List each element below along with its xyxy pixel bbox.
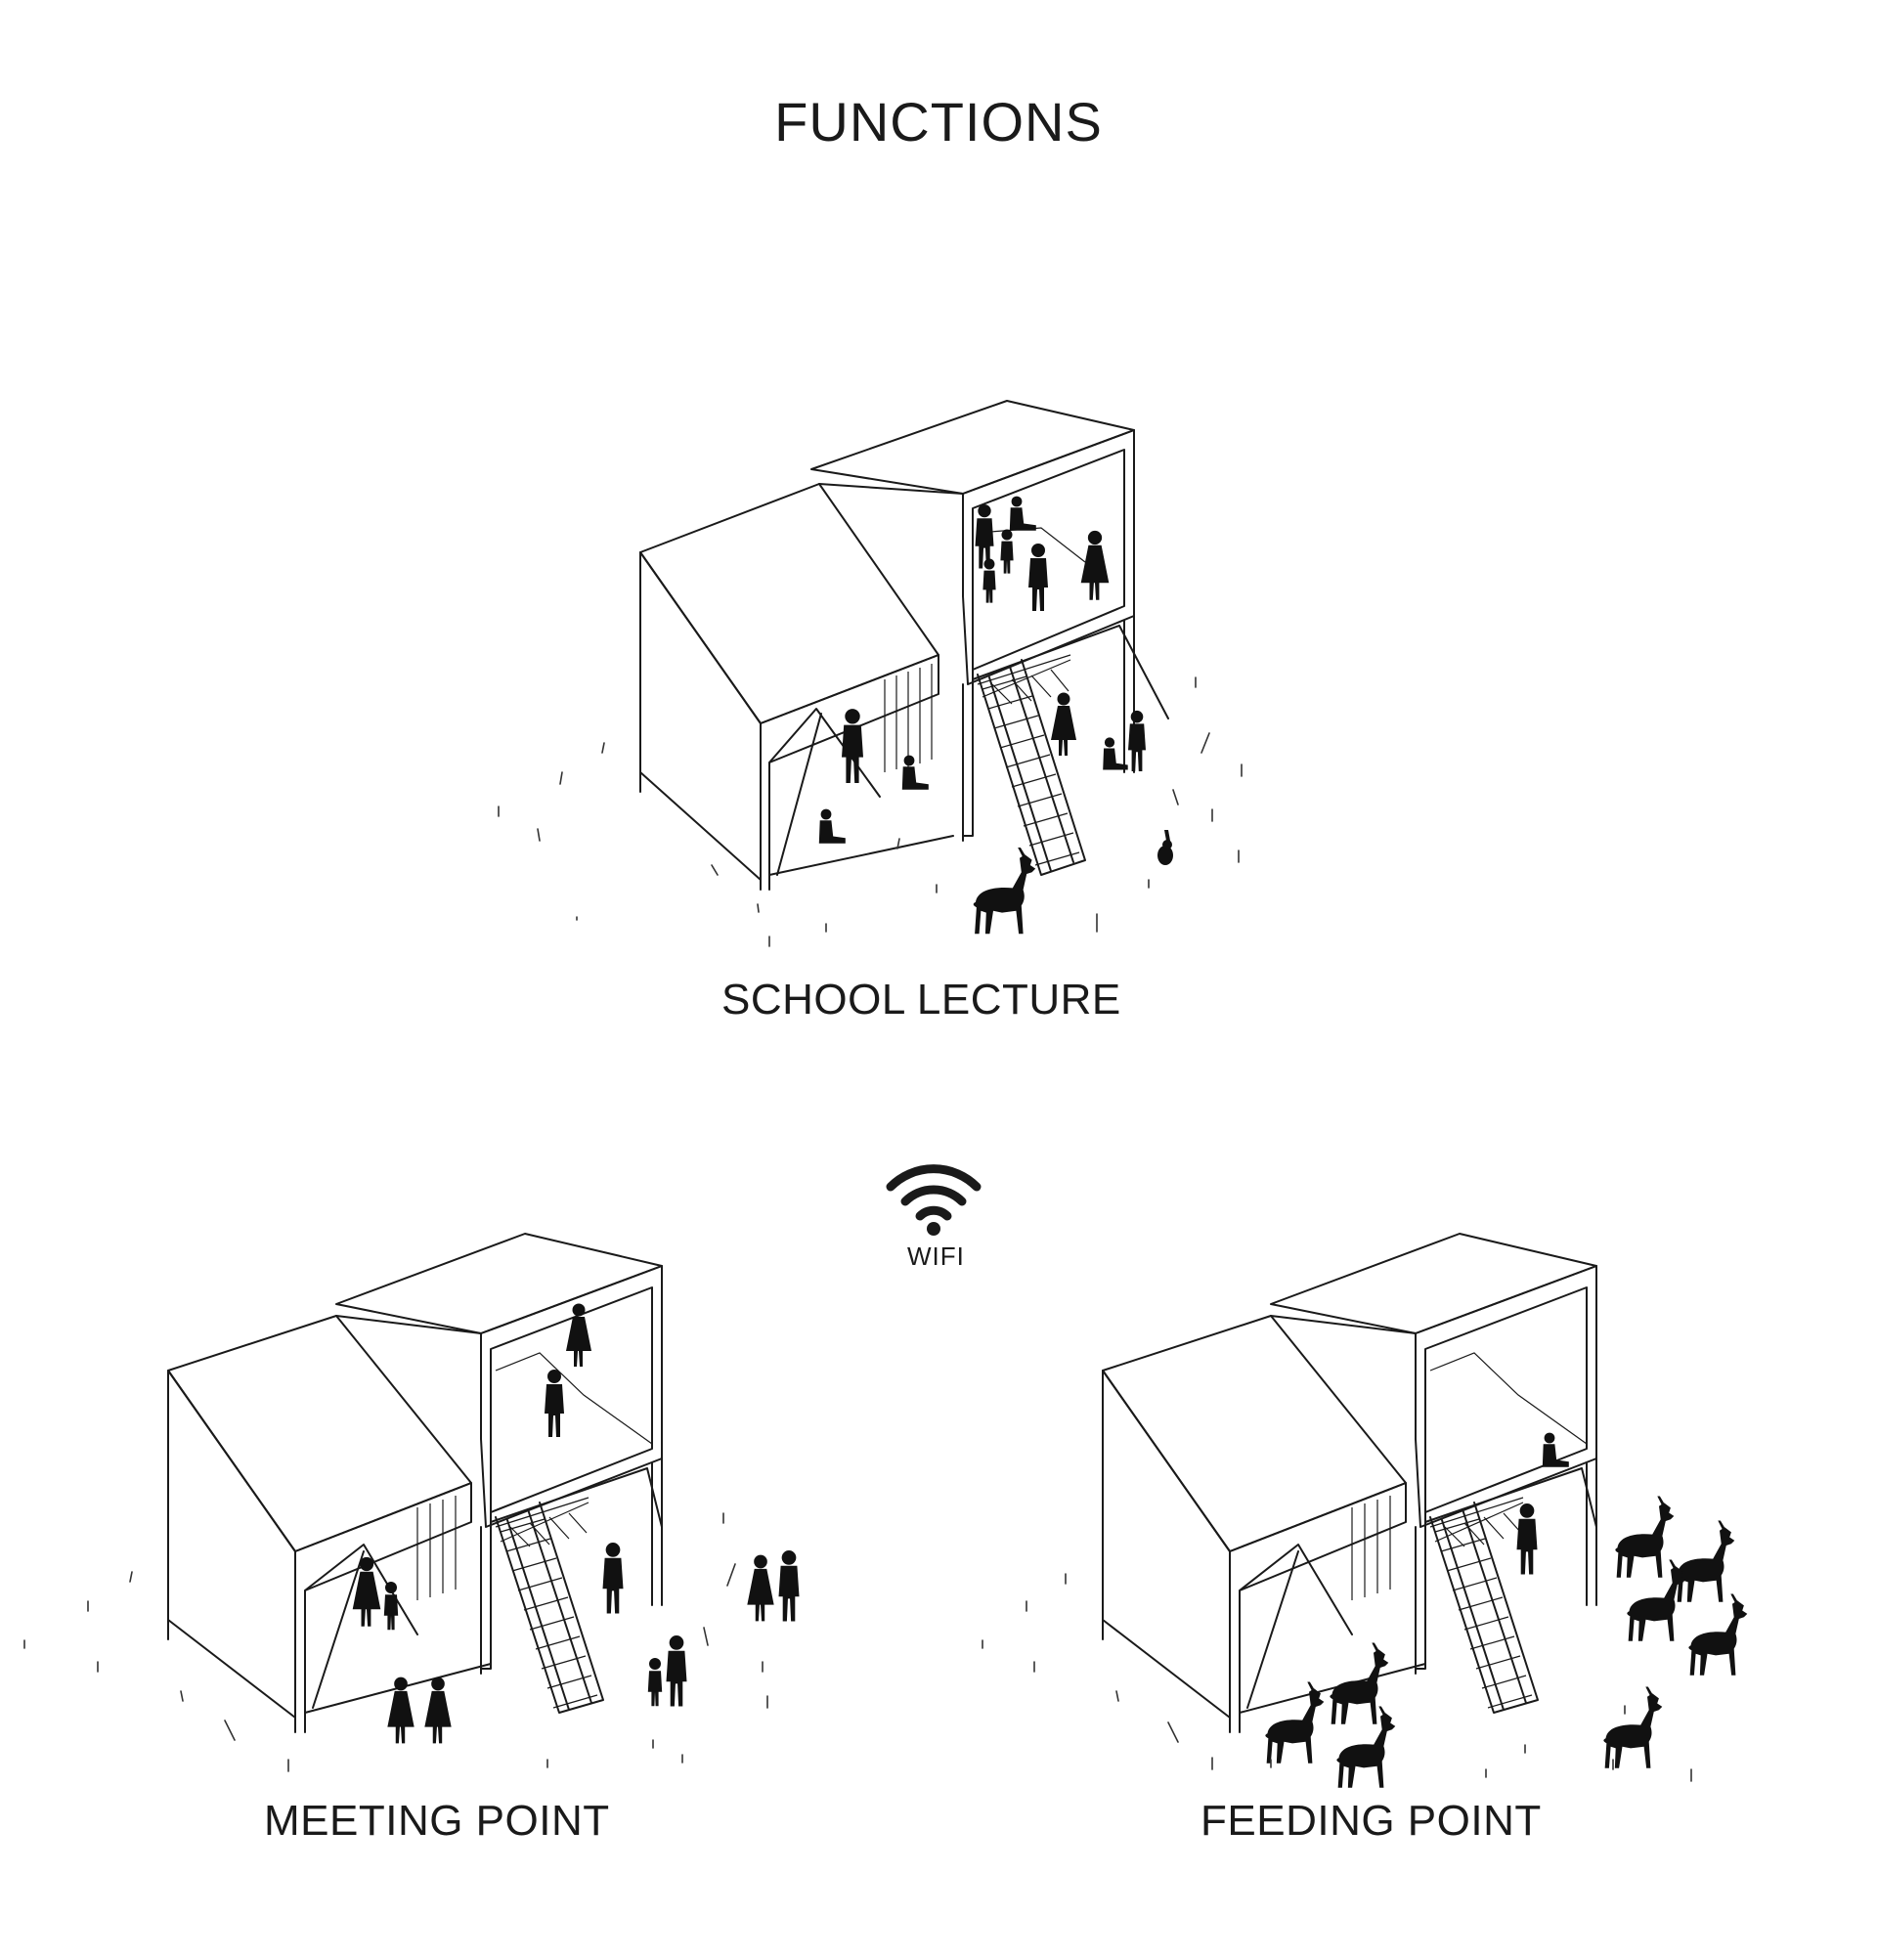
- diagram-title: FUNCTIONS: [774, 91, 1103, 152]
- people-school-lecture: [818, 496, 1173, 935]
- people-meeting-point: [352, 1303, 800, 1744]
- pavilion-school-lecture: [639, 400, 1169, 891]
- label-meeting-point: MEETING POINT: [264, 1797, 610, 1845]
- wifi-label: WIFI: [907, 1241, 965, 1271]
- wifi-icon: [886, 1164, 982, 1236]
- grass-school-lecture: [498, 676, 1243, 947]
- label-feeding-point: FEEDING POINT: [1200, 1797, 1542, 1845]
- grass-feeding-point: [982, 1573, 1692, 1782]
- pavilion-meeting-point: [167, 1233, 663, 1733]
- label-school-lecture: SCHOOL LECTURE: [721, 976, 1121, 1024]
- grass-meeting-point: [23, 1512, 768, 1772]
- people-feeding-point: [1516, 1432, 1569, 1575]
- pavilion-feeding-point: [1102, 1233, 1597, 1733]
